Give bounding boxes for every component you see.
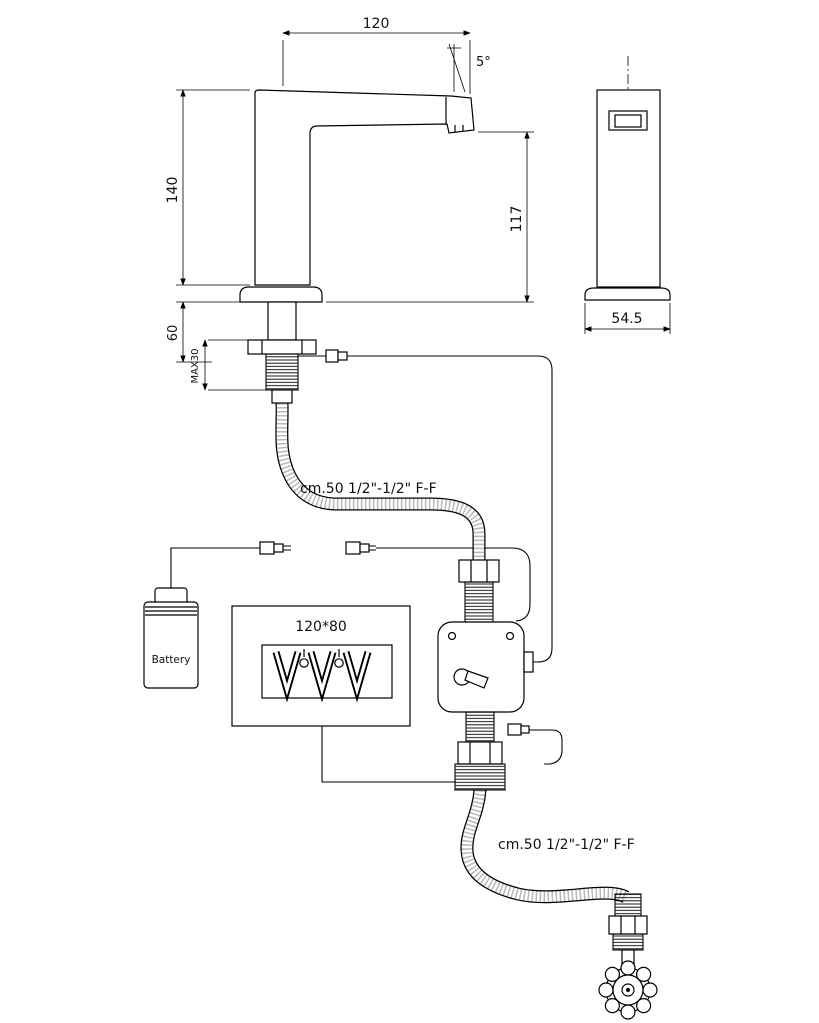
threaded-shank	[265, 353, 299, 391]
dim-spout-reach-label: 120	[363, 16, 390, 32]
control-box	[437, 621, 525, 713]
sensor-window-icons	[272, 649, 372, 703]
solenoid-cable-connector	[507, 723, 530, 736]
swivel-fitting	[454, 763, 506, 791]
cable-socket-tab	[523, 651, 534, 673]
cable-connector-a	[259, 541, 291, 555]
cable-connector-b	[345, 541, 376, 555]
valve-handwheel	[598, 960, 658, 1020]
front-base-flange	[584, 287, 671, 301]
faucet-side-view	[239, 89, 475, 404]
dim-height-label: 140	[165, 177, 181, 204]
battery-pack	[143, 587, 199, 689]
supply-hose-lower	[460, 789, 630, 904]
supply-hose-upper	[275, 402, 486, 560]
controller-power-wire	[376, 547, 531, 622]
box-screw	[505, 631, 515, 641]
box-screw	[447, 631, 457, 641]
dim-under-counter-label: 60	[166, 325, 181, 342]
battery-wire	[170, 547, 260, 588]
hose-lower-label: cm.50 1/2"-1/2" F-F	[498, 837, 635, 853]
solenoid-valve-assembly	[437, 559, 534, 791]
valve-body	[612, 933, 644, 951]
faucet-stem	[267, 301, 297, 341]
dimension-lines	[176, 30, 671, 391]
sensor-cable	[298, 355, 553, 663]
hose-adapter	[271, 389, 293, 404]
control-plate	[231, 605, 411, 727]
mounting-nut	[247, 339, 317, 355]
battery-label: Battery	[152, 654, 191, 666]
dim-spout-height-label: 117	[509, 206, 525, 233]
dim-width-label: 54.5	[611, 311, 642, 327]
outlet-threaded-nipple	[465, 711, 495, 743]
hose-upper-label: cm.50 1/2"-1/2" F-F	[300, 481, 437, 497]
outlet-hex-nut	[457, 741, 503, 765]
diagram-labels: 120 5° 140 117 60 MAX30 54.5 120*80 Batt…	[152, 16, 643, 853]
shut-off-valve	[598, 893, 658, 1020]
valve-collar	[608, 915, 648, 935]
battery-body	[143, 601, 199, 689]
faucet-front-view	[584, 56, 671, 301]
inlet-hex-nut	[458, 559, 500, 583]
solenoid-connector-wire	[529, 729, 563, 765]
plate-size-label: 120*80	[295, 619, 347, 635]
valve-inlet-fitting	[614, 893, 642, 917]
faucet-base-flange	[239, 286, 323, 303]
dim-angle-label: 5°	[476, 55, 491, 70]
inlet-threaded-nipple	[464, 581, 494, 623]
dim-max-thickness-label: MAX30	[190, 348, 201, 383]
sensor-plug	[325, 349, 339, 363]
